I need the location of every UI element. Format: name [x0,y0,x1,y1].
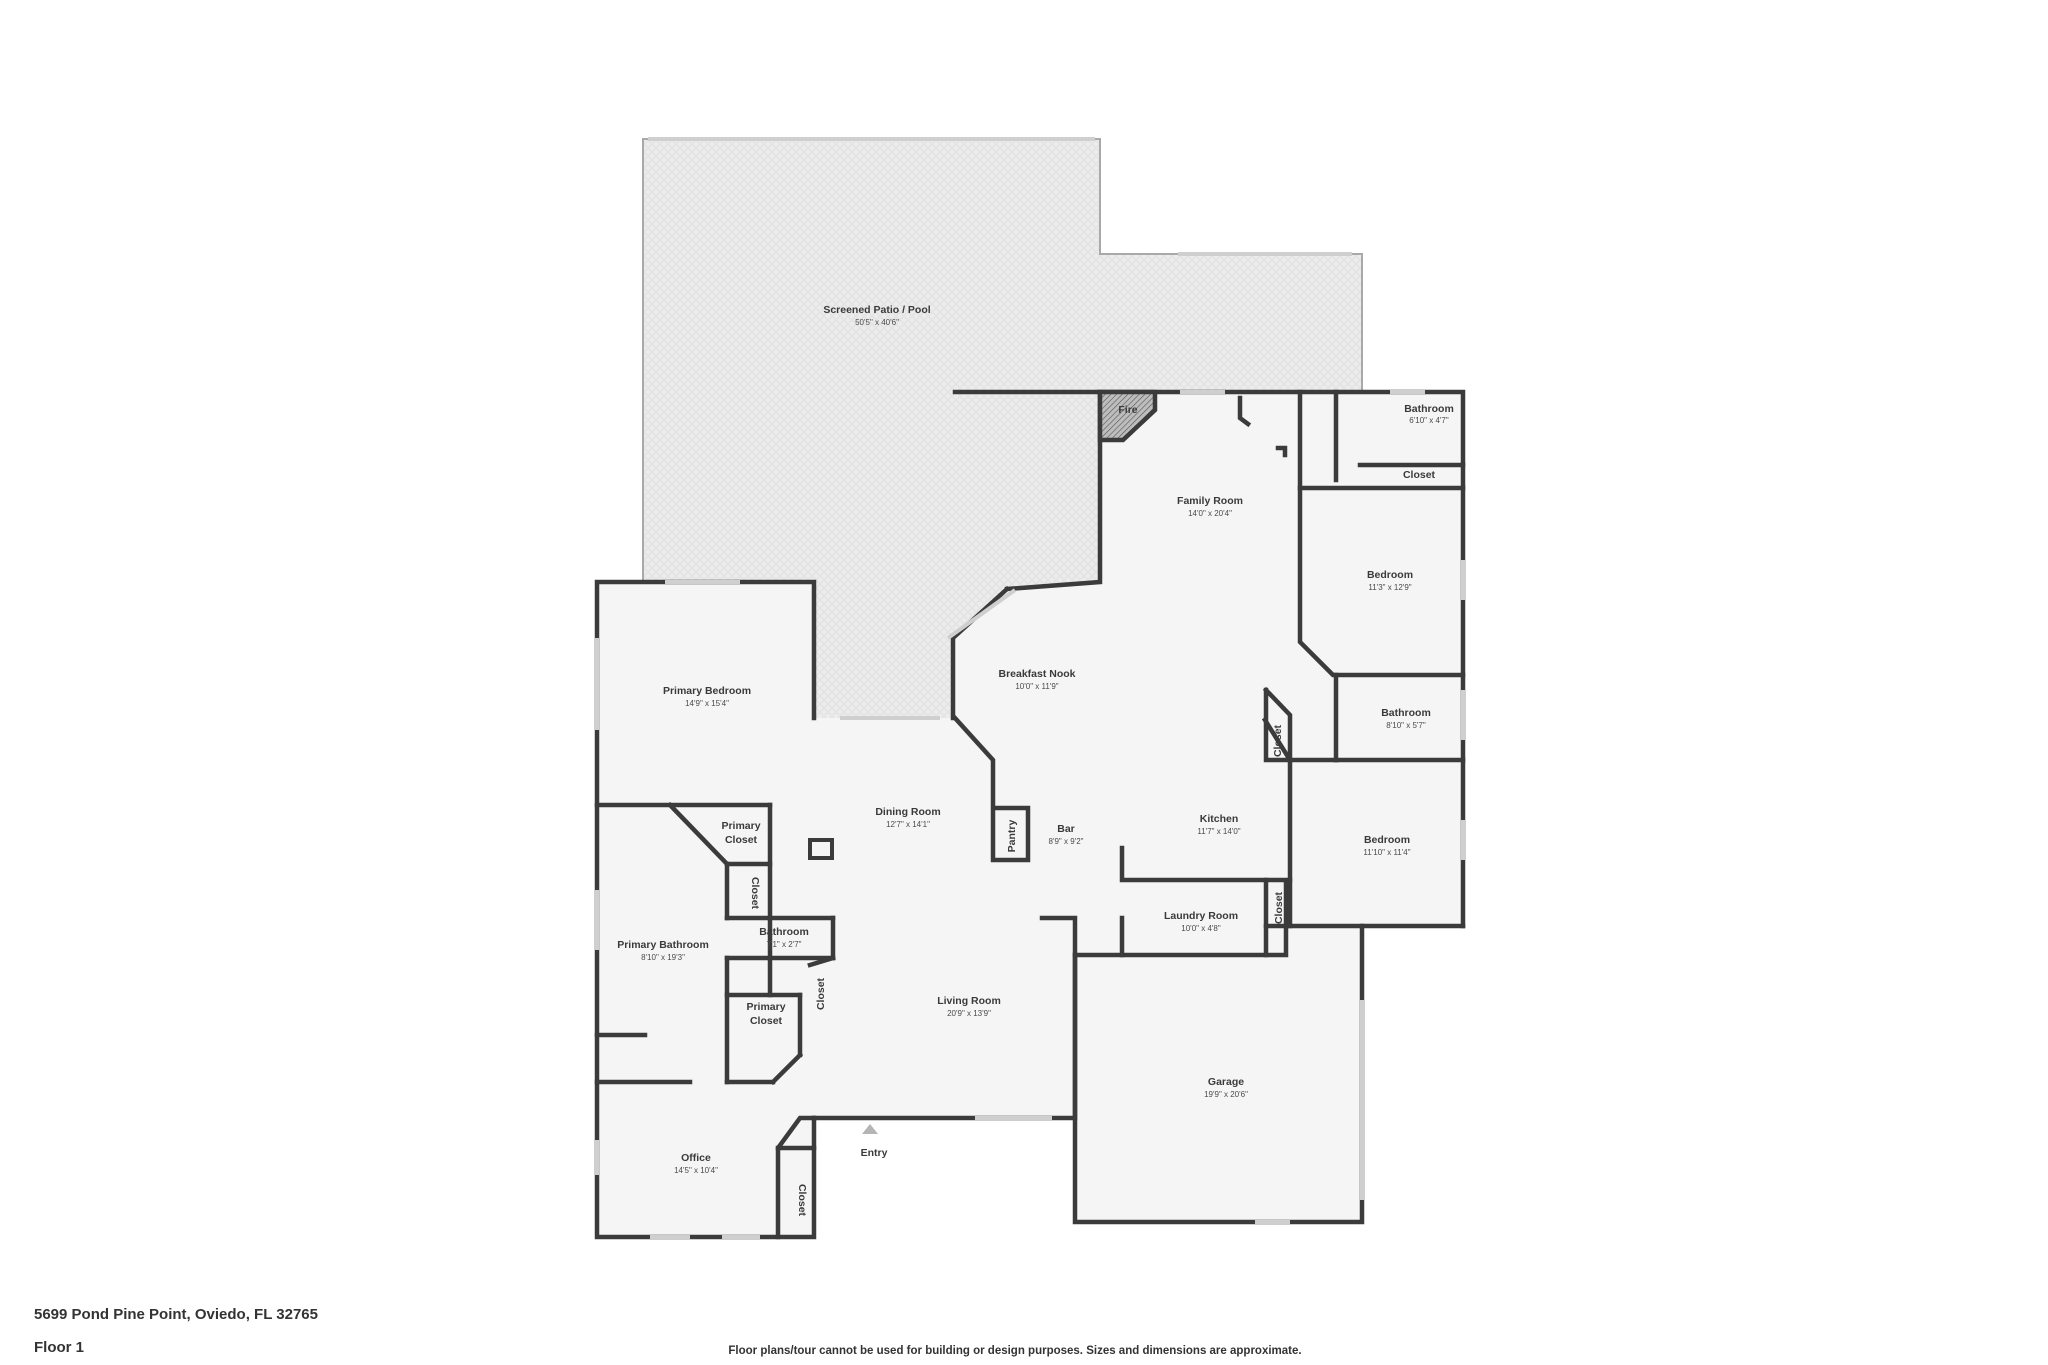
room-primary-bath-dim: 8'10" x 19'3" [641,953,685,962]
room-bar-dim: 8'9" x 9'2" [1049,837,1084,846]
room-closet-pc-name: Closet [749,877,761,910]
patio-floor [643,139,1362,718]
room-kitchen-name: Kitchen [1200,813,1239,825]
room-bedroom-e2-dim: 11'10" x 11'4" [1363,848,1410,857]
room-breakfast-name: Breakfast Nook [998,668,1075,680]
room-bedroom-e1-name: Bedroom [1367,569,1413,581]
room-family-dim: 14'0" x 20'4" [1188,509,1232,518]
room-patio-dim: 50'5" x 40'6" [855,318,899,327]
room-living-name: Living Room [937,995,1001,1007]
room-labels: Screened Patio / Pool 50'5" x 40'6" Fire… [617,304,1454,1217]
room-dining-name: Dining Room [875,806,940,818]
room-family-name: Family Room [1177,495,1243,507]
room-primary-bedroom-dim: 14'9" x 15'4" [685,699,729,708]
room-primary-closet-2-line1: Primary [746,1001,785,1013]
room-office-name: Office [681,1152,711,1164]
room-bath-ne-dim: 6'10" x 4'7" [1409,416,1449,425]
room-closet-living-name: Closet [815,977,827,1010]
room-laundry-name: Laundry Room [1164,910,1238,922]
room-primary-closet-2-line2: Closet [750,1015,783,1027]
room-garage-dim: 19'9" x 20'6" [1204,1090,1248,1099]
room-laundry-dim: 10'0" x 4'8" [1181,924,1221,933]
disclaimer: Floor plans/tour cannot be used for buil… [0,1345,2048,1357]
room-fire-name: Fire [1118,404,1137,416]
room-office-dim: 14'5" x 10'4" [674,1166,718,1175]
room-bar-name: Bar [1057,823,1075,835]
room-primary-closet-1-line2: Closet [725,834,758,846]
floor-label: Floor 1 [34,1339,85,1356]
room-pantry-name: Pantry [1006,820,1018,853]
room-bath-e-dim: 8'10" x 5'7" [1386,721,1426,730]
entry-label: Entry [861,1147,888,1159]
room-kitchen-dim: 11'7" x 14'0" [1197,827,1240,836]
room-living-dim: 20'9" x 13'9" [947,1009,991,1018]
room-primary-bath-name: Primary Bathroom [617,939,709,951]
room-bath-small-dim: 7'1" x 2'7" [767,940,802,949]
room-closet-office-name: Closet [796,1184,808,1217]
walls [594,137,1466,1240]
entry-arrow-icon [862,1124,878,1134]
room-closet-ne-name: Closet [1403,469,1436,481]
room-closet-laundry-name: Closet [1273,891,1285,924]
room-primary-bedroom-name: Primary Bedroom [663,685,751,697]
room-dining-dim: 12'7" x 14'1" [886,820,930,829]
room-bath-small-name: Bathroom [759,926,809,938]
room-closet-mid-name: Closet [1272,724,1284,757]
room-bath-ne-name: Bathroom [1404,403,1454,415]
property-address: 5699 Pond Pine Point, Oviedo, FL 32765 [34,1306,318,1323]
room-patio-name: Screened Patio / Pool [823,304,930,316]
room-breakfast-dim: 10'0" x 11'9" [1015,682,1058,691]
room-primary-closet-1-line1: Primary [721,820,760,832]
room-garage-name: Garage [1208,1076,1244,1088]
room-bath-e-name: Bathroom [1381,707,1431,719]
room-bedroom-e2-name: Bedroom [1364,834,1410,846]
windows [595,390,1465,1239]
disclaimer-text: Floor plans/tour cannot be used for buil… [728,1345,1302,1357]
room-bedroom-e1-dim: 11'3" x 12'9" [1368,583,1411,592]
